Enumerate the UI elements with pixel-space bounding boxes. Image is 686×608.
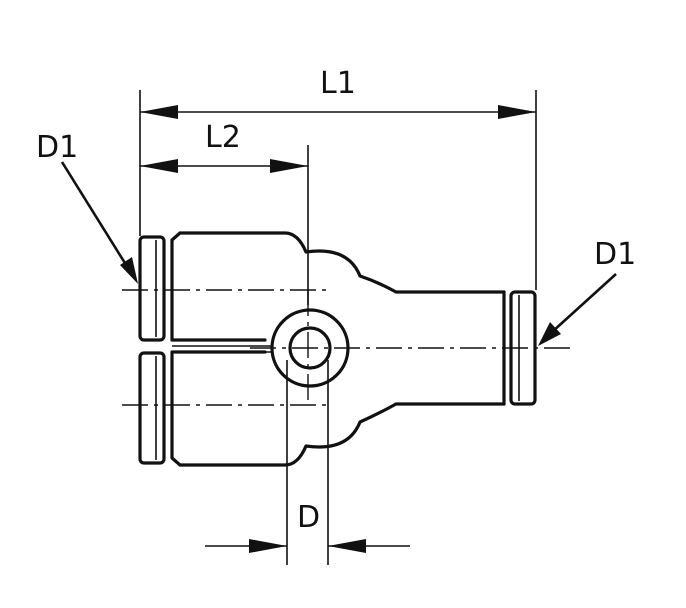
mounting-boss	[270, 308, 350, 388]
dimension-l2	[140, 159, 308, 173]
upper-collet	[138, 235, 166, 342]
leader-d1-right	[538, 273, 617, 346]
right-collet	[509, 290, 537, 406]
connector-body	[138, 231, 537, 467]
label-l2: L2	[205, 120, 241, 155]
dimension-l1	[140, 105, 536, 119]
mounting-hole	[288, 326, 332, 370]
label-l1: L1	[320, 66, 356, 101]
label-d1-left: D1	[36, 130, 78, 165]
upper-branch	[170, 231, 506, 342]
leader-d1-left	[60, 161, 138, 284]
dimension-d	[205, 539, 410, 553]
lower-branch	[170, 350, 506, 467]
extension-lines	[139, 90, 537, 565]
label-d: D	[297, 500, 320, 535]
label-d1-right: D1	[594, 237, 636, 272]
lower-collet	[138, 351, 166, 465]
